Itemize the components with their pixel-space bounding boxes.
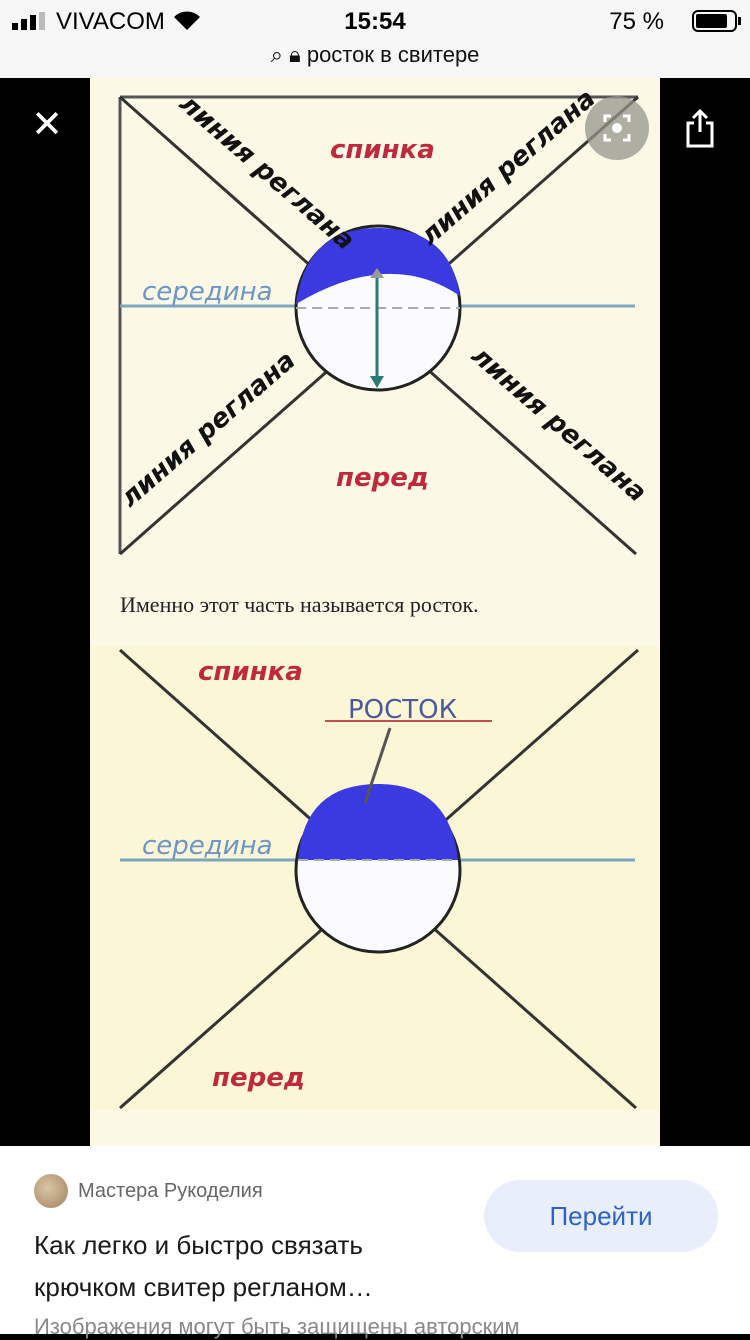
result-card: Мастера Рукоделия Как легко и быстро свя…	[0, 1146, 750, 1339]
signal-icon	[12, 12, 45, 30]
url-text: росток в свитере	[306, 42, 480, 67]
address-bar[interactable]: ⌕ 🔒︎ росток в свитере	[0, 42, 750, 68]
caption: Именно этот часть называется росток.	[120, 592, 479, 617]
source-name: Мастера Рукоделия	[78, 1179, 263, 1202]
lens-icon	[603, 114, 631, 142]
diagram-2: РОСТОК спинка перед середина	[90, 646, 660, 1110]
label-raglan: линия реглана	[115, 346, 302, 514]
label-raglan: линия реглана	[465, 341, 652, 509]
diagram-1: спинка перед середина линия реглана лини…	[115, 84, 652, 556]
result-title[interactable]: Как легко и быстро связать крючком свите…	[34, 1230, 373, 1302]
search-icon: ⌕ 🔒︎	[270, 42, 307, 67]
label-middle: середина	[142, 277, 273, 307]
clock: 15:54	[344, 8, 406, 35]
label-raglan: линия реглана	[173, 89, 360, 257]
label-back: спинка	[198, 657, 303, 687]
label-front: перед	[336, 463, 429, 493]
label-back: спинка	[330, 135, 435, 165]
label-sprout: РОСТОК	[348, 695, 457, 725]
image: спинка перед середина линия реглана лини…	[90, 78, 660, 1146]
label-raglan: линия реглана	[415, 84, 602, 252]
status-bar: VIVACOM 15:54 75 % ⌕ 🔒︎ росток в свитере	[0, 0, 750, 78]
carrier: VIVACOM	[56, 8, 165, 35]
diagram-image: спинка перед середина линия реглана лини…	[90, 84, 660, 1110]
visit-button[interactable]: Перейти	[484, 1180, 718, 1252]
visual-search-button[interactable]	[585, 96, 649, 160]
copyright-note: Изображения могут быть защищены авторски…	[34, 1314, 520, 1339]
label-middle: середина	[142, 831, 273, 861]
label-front: перед	[212, 1063, 305, 1093]
share-button[interactable]	[684, 108, 716, 148]
battery-icon	[692, 10, 741, 32]
wifi-icon	[174, 11, 200, 30]
battery-percent: 75 %	[609, 8, 664, 35]
close-button[interactable]: ✕	[31, 104, 63, 146]
source-logo-icon	[34, 1174, 68, 1208]
image-viewer: спинка перед середина линия реглана лини…	[0, 78, 750, 1146]
source[interactable]: Мастера Рукоделия	[34, 1174, 263, 1208]
